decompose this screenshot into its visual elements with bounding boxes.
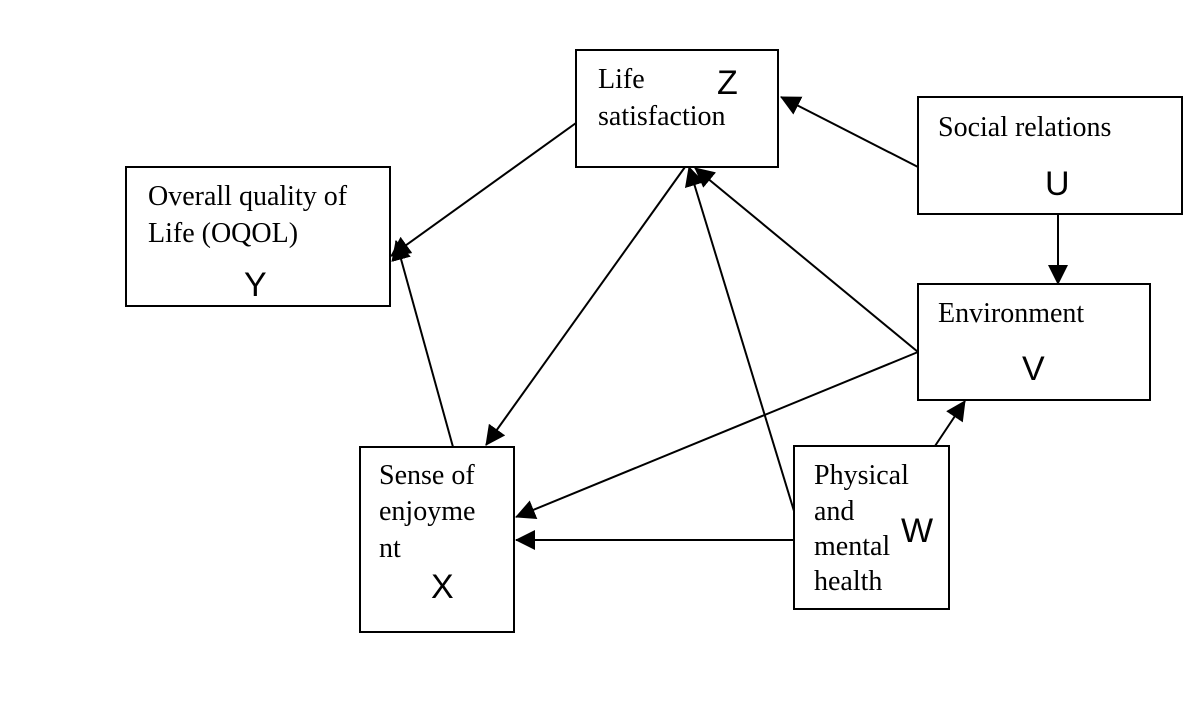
node-label-line: Overall quality of xyxy=(148,181,348,212)
node-variable: Z xyxy=(717,64,738,102)
edge-z-to-x xyxy=(485,166,686,446)
node-label-line: Environment xyxy=(938,298,1084,329)
edge-v-to-x xyxy=(515,351,919,520)
node-physical-and-mental-health: Physical and mental health W xyxy=(793,445,950,610)
edge-v-to-z xyxy=(694,167,919,353)
node-box xyxy=(575,49,779,168)
edge-w-to-z xyxy=(684,166,795,512)
node-label-line: enjoyme xyxy=(379,496,475,527)
node-label-line: Physical xyxy=(814,460,909,491)
node-box xyxy=(917,283,1151,401)
node-box xyxy=(917,96,1183,215)
node-label-line: Life xyxy=(598,64,645,95)
edge-u-to-z xyxy=(780,96,919,168)
node-box xyxy=(793,445,950,610)
node-life-satisfaction: Life satisfaction Z xyxy=(575,49,779,168)
node-variable: V xyxy=(1022,350,1045,388)
node-variable: W xyxy=(901,512,933,550)
edges xyxy=(390,96,1068,550)
node-label-line: nt xyxy=(379,533,401,564)
node-label-line: satisfaction xyxy=(598,101,726,132)
edge-w-to-v xyxy=(934,400,966,447)
node-environment: Environment V xyxy=(917,283,1151,401)
node-social-relations: Social relations U xyxy=(917,96,1183,215)
node-box xyxy=(359,446,515,633)
node-label-line: and xyxy=(814,496,854,527)
edge-x-to-y xyxy=(391,240,454,448)
node-label-line: Life (OQOL) xyxy=(148,218,298,249)
node-box xyxy=(125,166,391,307)
edge-z-to-y xyxy=(390,122,577,257)
node-variable: X xyxy=(431,568,454,606)
node-label-line: Social relations xyxy=(938,112,1111,143)
node-label-line: health xyxy=(814,566,882,597)
node-label-line: mental xyxy=(814,531,890,562)
node-overall-quality-of-life: Overall quality of Life (OQOL) Y xyxy=(125,166,391,307)
node-sense-of-enjoyment: Sense of enjoyme nt X xyxy=(359,446,515,633)
node-variable: U xyxy=(1045,165,1070,203)
node-variable: Y xyxy=(244,266,267,304)
node-label-line: Sense of xyxy=(379,460,475,491)
